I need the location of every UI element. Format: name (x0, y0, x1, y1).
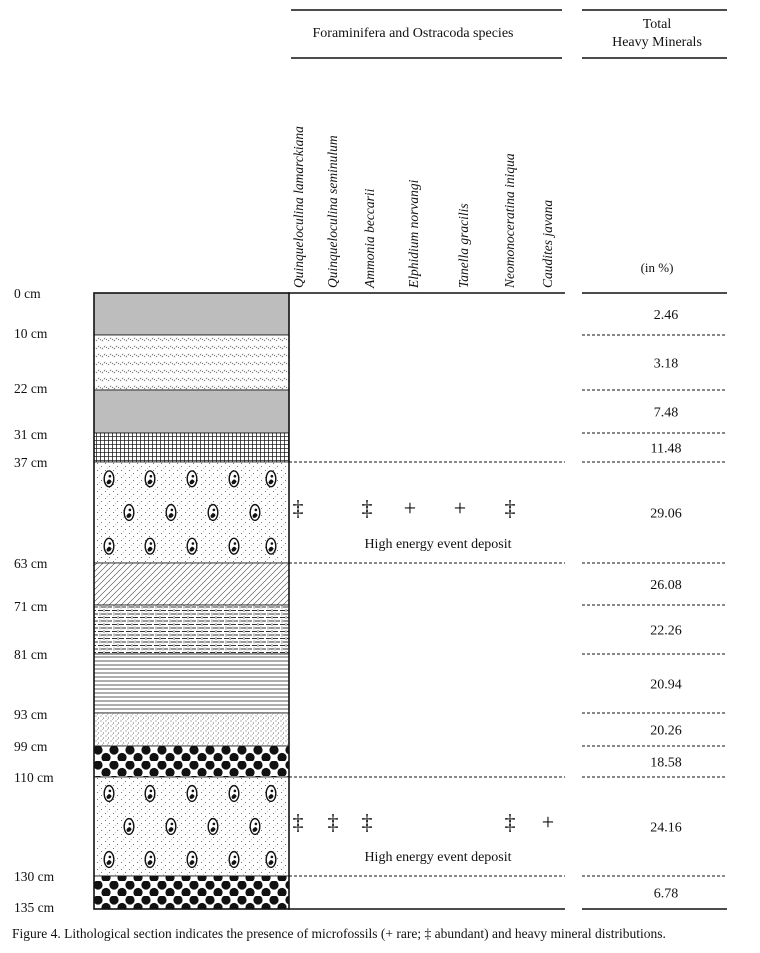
species-name: Ammonia beccarii (362, 188, 377, 289)
lithology-layer-gray-fill (93, 389, 290, 434)
event-deposit-label: High energy event deposit (364, 850, 511, 865)
depth-label: 37 cm (14, 455, 48, 470)
species-name: Neomonoceratina iniqua (502, 153, 517, 289)
shell-symbol (186, 537, 198, 555)
lithology-layer-zigzag (93, 334, 290, 391)
depth-label: 130 cm (14, 869, 55, 884)
figure-caption: Figure 4. Lithological section indicates… (12, 926, 666, 941)
depth-axis: 0 cm 10 cm 22 cm 31 cm 37 cm 63 cm 71 cm… (14, 286, 55, 915)
shell-symbol (144, 537, 156, 555)
shell-symbol (103, 470, 115, 488)
shell-symbol (265, 470, 277, 488)
depth-label: 99 cm (14, 739, 48, 754)
shell-symbol (123, 503, 135, 522)
heavy-mineral-value: 18.58 (650, 756, 682, 771)
shell-symbol (103, 784, 115, 803)
shell-symbol (265, 537, 277, 555)
depth-label: 63 cm (14, 556, 48, 571)
shell-symbol (123, 817, 135, 836)
depth-label: 71 cm (14, 599, 48, 614)
heavy-mineral-value: 22.26 (650, 624, 682, 639)
species-group-title: Foraminifera and Ostracoda species (313, 26, 514, 41)
shell-symbol (228, 850, 240, 869)
lithology-layer-horizontal-lines (93, 653, 290, 714)
rare-marker: + (542, 810, 554, 835)
heavy-minerals-unit: (in %) (641, 260, 674, 275)
shell-symbol (186, 850, 198, 869)
heavy-mineral-value: 26.08 (650, 578, 682, 593)
shell-symbol (249, 817, 261, 836)
shell-symbol (265, 850, 277, 869)
heavy-mineral-value: 29.06 (650, 507, 682, 522)
depth-label: 81 cm (14, 647, 48, 662)
lithology-layer-gray-fill (93, 292, 290, 336)
lithology-column (93, 292, 290, 910)
heavy-mineral-value: 24.16 (650, 821, 682, 836)
abundant-marker: ‡ (362, 810, 373, 835)
abundant-marker: ‡ (505, 495, 516, 520)
depth-label: 10 cm (14, 326, 48, 341)
heavy-mineral-value: 6.78 (654, 887, 679, 902)
depth-label: 0 cm (14, 286, 41, 301)
shell-symbol (103, 537, 115, 555)
event-deposit-label: High energy event deposit (364, 537, 511, 552)
shell-symbol (249, 503, 261, 522)
heavy-mineral-values: 2.46 3.18 7.48 11.48 29.06 26.08 22.26 20.94 20.… (582, 308, 727, 902)
depth-label: 135 cm (14, 900, 55, 915)
shell-symbol (165, 817, 177, 836)
abundant-marker: ‡ (362, 495, 373, 520)
heavy-mineral-value: 20.26 (650, 724, 682, 739)
shell-symbol (144, 850, 156, 869)
lithological-section-figure: Foraminifera and Ostracoda species Total… (14, 9, 727, 915)
species-name: Quinqueloculina lamarckiana (291, 126, 306, 288)
event-deposits: ‡ ‡ + + ‡ High energy event deposit ‡ ‡ ‡ ‡ + High … (289, 461, 565, 877)
species-name: Caudites javana (540, 200, 555, 288)
species-name: Tanella gracilis (456, 203, 471, 288)
shell-symbol (228, 537, 240, 555)
shell-symbol (265, 784, 277, 803)
lithology-layer-fine-dotted (93, 712, 290, 747)
lithology-layer-grid (93, 432, 290, 463)
shell-symbol (186, 784, 198, 803)
shell-symbol (165, 503, 177, 522)
abundant-marker: ‡ (328, 810, 339, 835)
heavy-mineral-value: 3.18 (654, 357, 679, 372)
lithology-column-border (93, 292, 290, 910)
lithology-layer-large-dots (93, 745, 290, 778)
shell-symbol (103, 850, 115, 869)
shell-symbol (207, 817, 219, 836)
shell-symbol (186, 470, 198, 488)
species-name: Elphidium norvangi (406, 179, 421, 289)
shell-symbol (228, 470, 240, 488)
lithology-layer-large-dots (93, 875, 290, 910)
heavy-mineral-value: 7.48 (654, 406, 679, 421)
shell-symbol (144, 470, 156, 488)
depth-label: 22 cm (14, 381, 48, 396)
shell-symbol (207, 503, 219, 522)
shell-symbol (228, 784, 240, 803)
depth-label: 110 cm (14, 770, 54, 785)
rare-marker: + (454, 495, 466, 520)
heavy-minerals-title-line2: Heavy Minerals (612, 35, 702, 50)
shell-symbol (144, 784, 156, 803)
rare-marker: + (404, 495, 416, 520)
heavy-mineral-value: 20.94 (650, 678, 682, 693)
abundant-marker: ‡ (505, 810, 516, 835)
heavy-mineral-value: 2.46 (654, 308, 679, 323)
species-name: Quinqueloculina seminulum (325, 135, 340, 288)
depth-label: 31 cm (14, 427, 48, 442)
heavy-minerals-title-line1: Total (643, 17, 672, 32)
abundant-marker: ‡ (293, 810, 304, 835)
abundant-marker: ‡ (293, 495, 304, 520)
lithology-layer-dashed-lines (93, 604, 290, 655)
lithology-layer-diagonal-hatch (93, 562, 290, 606)
depth-label: 93 cm (14, 707, 48, 722)
heavy-mineral-value: 11.48 (651, 442, 682, 457)
species-name-labels: Quinqueloculina lamarckiana Quinquelocul… (291, 126, 555, 289)
